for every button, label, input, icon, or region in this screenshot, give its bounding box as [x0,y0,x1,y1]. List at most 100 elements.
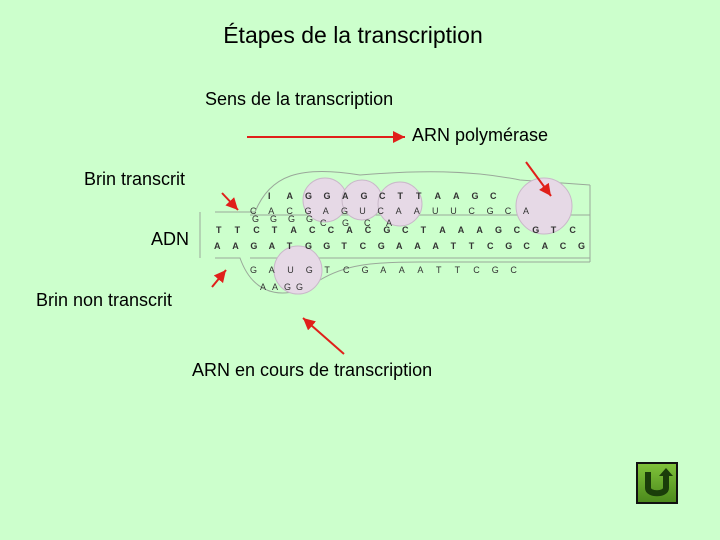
base-misc-c-2: G [284,282,291,292]
base-misc-b-2: C [364,218,371,228]
annotation-arrows [211,131,552,355]
polymerase-bubble-5 [273,245,323,295]
base-rna-top-0: C [250,206,257,216]
rna-polymerase-shapes [273,177,573,295]
base-dna-10: A [396,241,403,251]
base-template-9: G [383,225,390,235]
polymerase-bubble-4 [515,177,573,235]
base-coding-0: G [250,265,257,275]
base-template-10: C [402,225,409,235]
base-coding-14: C [510,265,517,275]
polymerase-arrow [525,161,552,197]
base-misc-c-3: G [296,282,303,292]
base-template-2: C [253,225,260,235]
base-rna-top-13: G [487,206,494,216]
base-dna-5: G [305,241,312,251]
base-rna-top-14: C [505,206,512,216]
base-template-14: A [476,225,483,235]
base-coding-1: A [269,265,275,275]
base-dna-15: C [487,241,494,251]
base-rna-top-4: A [323,206,329,216]
polymerase-bubble-3 [377,181,423,227]
rna-label: ARN en cours de transcription [192,360,433,380]
base-template-6: C [328,225,335,235]
template-strand-label: Brin transcrit [84,169,186,189]
base-template-18: T [551,225,557,235]
base-strand-top-1: A [287,191,294,201]
base-strand-top-7: T [398,191,404,201]
base-template-19: C [569,225,576,235]
base-coding-13: G [492,265,499,275]
base-rna-top-2: C [286,206,293,216]
base-template-11: T [421,225,427,235]
base-rna-top-10: U [432,206,439,216]
direction-label: Sens de la transcription [205,89,394,109]
base-misc-a-1: G [270,214,277,224]
base-rna-top-5: G [341,206,348,216]
base-dna-4: T [287,241,293,251]
base-strand-top-5: G [361,191,368,201]
base-rna-top-3: G [305,206,312,216]
base-dna-3: A [269,241,276,251]
base-coding-12: C [473,265,480,275]
base-dna-17: C [523,241,530,251]
base-dna-7: T [341,241,347,251]
rna-arrow [302,317,345,355]
base-dna-12: A [432,241,439,251]
base-coding-2: U [287,265,294,275]
base-strand-top-12: C [490,191,497,201]
coding-strand-arrow [211,269,227,288]
base-template-16: C [514,225,521,235]
return-arrow-icon [645,468,673,497]
base-template-15: G [495,225,502,235]
base-coding-8: A [399,265,405,275]
base-dna-6: G [323,241,330,251]
base-coding-4: T [324,265,330,275]
base-template-13: A [458,225,465,235]
base-template-7: A [346,225,353,235]
base-rna-top-11: U [450,206,457,216]
base-dna-19: C [560,241,567,251]
base-dna-9: G [378,241,385,251]
base-misc-c-0: A [260,282,266,292]
base-strand-top-2: G [305,191,312,201]
base-coding-3: G [306,265,313,275]
base-rna-top-8: A [396,206,402,216]
base-dna-16: G [505,241,512,251]
coding-strand-label: Brin non transcrit [36,290,173,310]
base-dna-1: A [232,241,239,251]
base-dna-18: A [542,241,549,251]
base-dna-14: T [469,241,475,251]
page-title: Étapes de la transcription [223,22,483,48]
base-strand-top-10: A [453,191,460,201]
base-rna-top-6: U [359,206,366,216]
base-misc-a-3: G [306,214,313,224]
base-template-17: G [532,225,539,235]
base-template-1: T [235,225,241,235]
base-strand-top-8: T [416,191,422,201]
base-template-3: T [272,225,278,235]
base-rna-top-1: A [268,206,274,216]
base-strand-top-4: A [342,191,349,201]
base-coding-7: A [380,265,386,275]
dna-label: ADN [151,229,190,249]
base-template-8: C [365,225,372,235]
base-strand-top-6: C [379,191,386,201]
base-coding-10: T [436,265,442,275]
base-coding-6: G [362,265,369,275]
base-misc-b-3: A [386,218,392,228]
base-strand-top-0: I [268,191,271,201]
base-dna-2: G [250,241,257,251]
base-template-0: T [216,225,222,235]
base-rna-top-9: A [414,206,420,216]
back-button[interactable] [636,462,678,504]
base-rna-top-7: C [377,206,384,216]
base-dna-13: T [451,241,457,251]
base-template-12: A [439,225,446,235]
base-coding-9: A [417,265,423,275]
base-rna-top-12: C [468,206,475,216]
base-misc-b-1: G [342,218,349,228]
base-dna-11: A [414,241,421,251]
